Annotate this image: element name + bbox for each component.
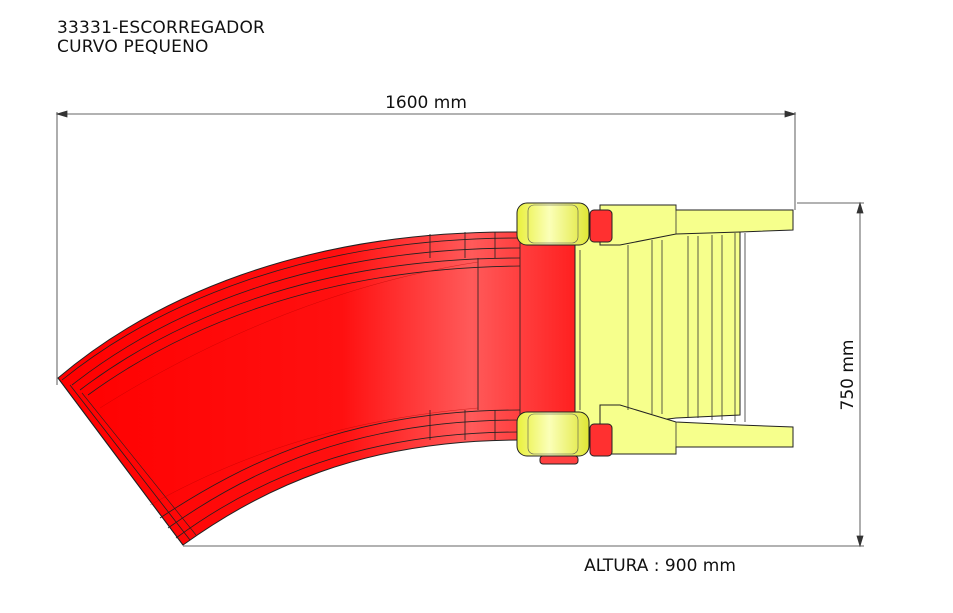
curved-slide (57, 231, 576, 546)
drawing-title: 33331-ESCORREGADOR CURVO PEQUENO (57, 19, 265, 57)
title-line-1: 33331-ESCORREGADOR (57, 18, 266, 38)
ladder-platform (559, 204, 794, 455)
bottom-roller (516, 411, 613, 465)
top-roller (516, 202, 613, 246)
width-dimension (55, 110, 797, 385)
height-note: ALTURA : 900 mm (584, 556, 736, 576)
width-dimension-label: 1600 mm (385, 93, 467, 113)
depth-dimension-label: 750 mm (838, 340, 858, 411)
title-line-2: CURVO PEQUENO (57, 37, 209, 57)
depth-dimension (183, 201, 864, 548)
